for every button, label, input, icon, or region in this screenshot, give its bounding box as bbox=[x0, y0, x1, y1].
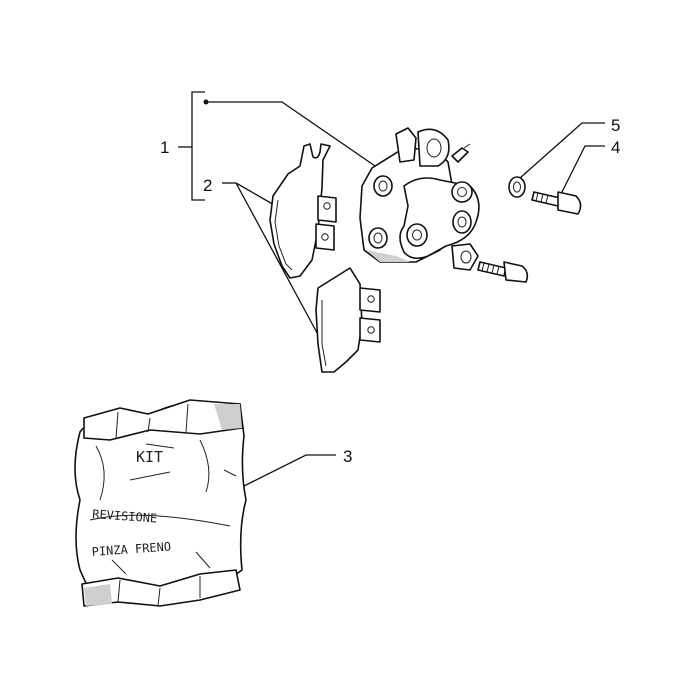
washer bbox=[508, 176, 526, 198]
brake-pad-upper bbox=[269, 143, 337, 279]
callout-5: 5 bbox=[611, 116, 620, 135]
callout-4: 4 bbox=[611, 138, 620, 157]
callout-2: 2 bbox=[203, 176, 212, 195]
brake-pad-lower bbox=[315, 267, 381, 373]
callout-1-bracket bbox=[178, 91, 379, 201]
callout-3: 3 bbox=[343, 447, 352, 466]
callout-4-leader bbox=[559, 145, 605, 197]
kit-label-line-3: PINZA FRENO bbox=[91, 539, 171, 559]
brake-caliper bbox=[359, 127, 480, 271]
kit-bag bbox=[74, 399, 247, 607]
banjo-bolt bbox=[531, 191, 582, 215]
callout-1: 1 bbox=[160, 138, 169, 157]
callout-2-leaders bbox=[222, 182, 323, 343]
caliper-bolt-lower bbox=[477, 261, 529, 283]
kit-label-line-2: REVISIONE bbox=[92, 507, 158, 526]
callout-3-leader bbox=[243, 454, 336, 487]
callout-5-leader bbox=[519, 122, 605, 179]
kit-label-line-1: KIT bbox=[136, 448, 163, 466]
